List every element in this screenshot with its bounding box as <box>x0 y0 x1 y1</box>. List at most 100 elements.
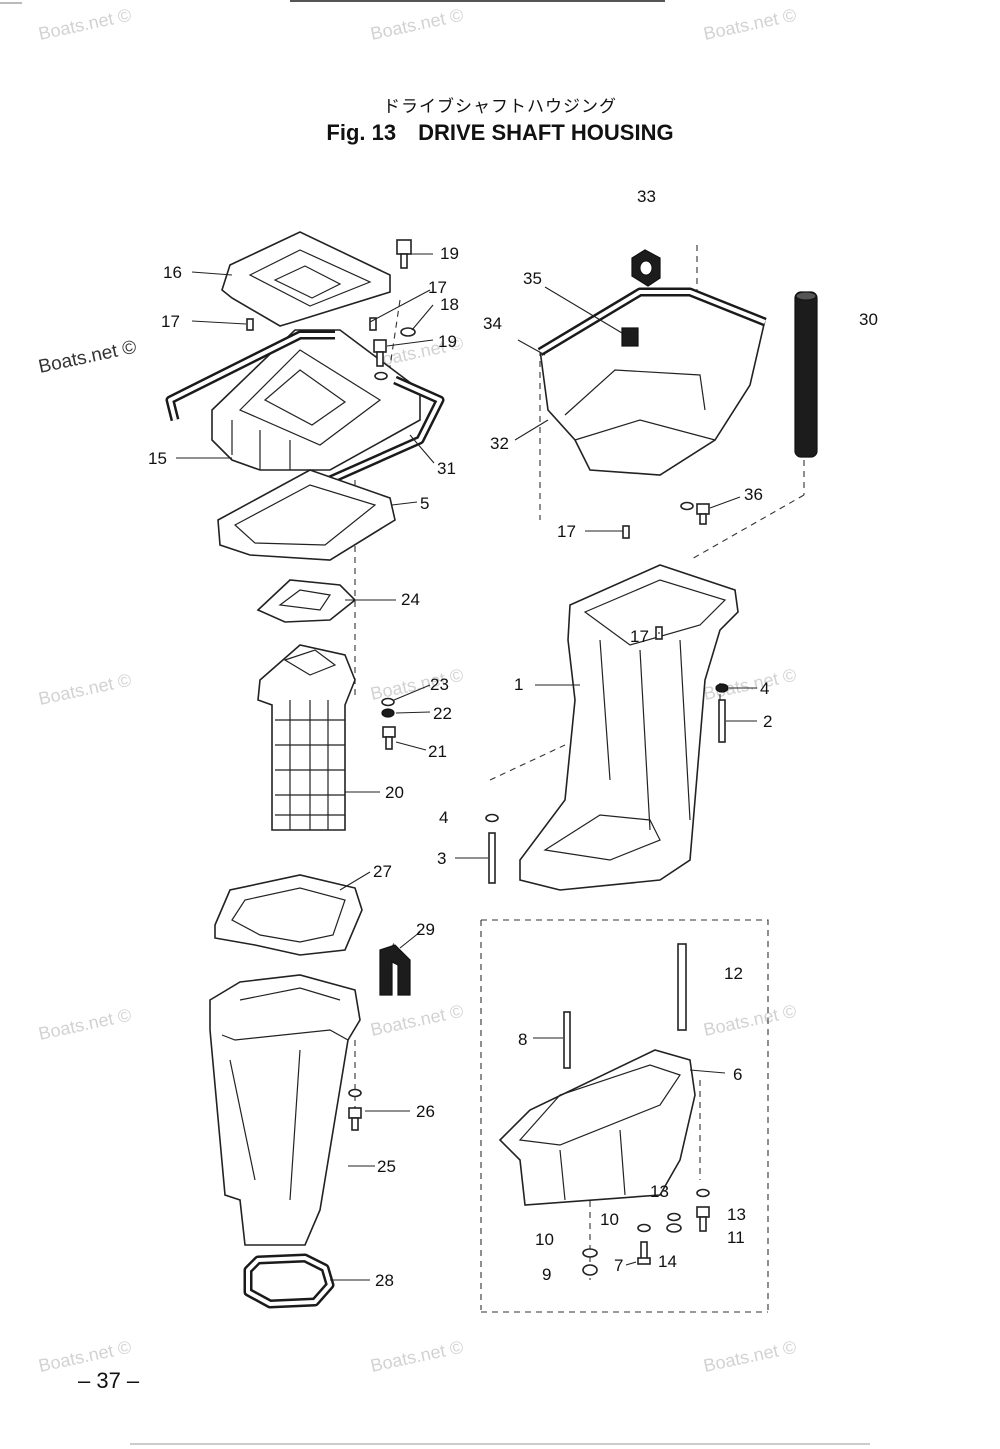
part-16-cover-plate[interactable] <box>221 231 391 327</box>
callout-12: 12 <box>724 964 743 983</box>
callout-17: 17 <box>428 278 447 297</box>
watermark-text: Boats.net © <box>702 665 798 704</box>
callouts: 16 17 19 17 18 19 15 31 5 24 23 22 21 20… <box>148 187 878 1290</box>
page-number: – 37 – <box>78 1368 140 1393</box>
callout-2: 2 <box>763 712 772 731</box>
callout-15: 15 <box>148 449 167 468</box>
callout-7: 7 <box>614 1256 623 1275</box>
callout-3: 3 <box>437 849 446 868</box>
callout-36: 36 <box>744 485 763 504</box>
callout-29: 29 <box>416 920 435 939</box>
callout-5: 5 <box>420 494 429 513</box>
watermark-text: Boats.net © <box>37 5 133 44</box>
callout-28: 28 <box>375 1271 394 1290</box>
part-3-stud[interactable] <box>488 832 496 884</box>
callout-31: 31 <box>437 459 456 478</box>
part-17-pin-small[interactable] <box>246 318 254 331</box>
watermark-text: Boats.net © <box>369 1001 465 1040</box>
part-1-drive-shaft-housing[interactable] <box>519 564 739 891</box>
part-20-exhaust-guide[interactable] <box>257 644 356 831</box>
part-13-washer-b[interactable] <box>666 1212 682 1233</box>
part-19-bolt-mid[interactable] <box>373 339 388 381</box>
callout-35: 35 <box>523 269 542 288</box>
callout-26: 26 <box>416 1102 435 1121</box>
part-24-plate[interactable] <box>256 579 357 623</box>
part-6-lower-case[interactable] <box>498 1049 696 1206</box>
part-11-bolt[interactable] <box>696 1206 710 1232</box>
callout-1: 1 <box>514 675 523 694</box>
part-36-bolt[interactable] <box>680 501 710 525</box>
callout-13: 13 <box>650 1182 669 1201</box>
part-14-bolt[interactable] <box>637 1241 651 1265</box>
watermark-text: Boats.net © <box>702 1001 798 1040</box>
part-22-washer[interactable] <box>381 708 395 718</box>
callout-21: 21 <box>428 742 447 761</box>
part-8-stud[interactable] <box>563 1011 571 1069</box>
part-35-label[interactable] <box>621 327 639 347</box>
callout-27: 27 <box>373 862 392 881</box>
part-26-bolt[interactable] <box>348 1107 362 1131</box>
callout-17: 17 <box>557 522 576 541</box>
callout-19: 19 <box>440 244 459 263</box>
part-19-bolt-top[interactable] <box>396 239 412 269</box>
callout-22: 22 <box>433 704 452 723</box>
callout-30: 30 <box>859 310 878 329</box>
callout-9: 9 <box>542 1265 551 1284</box>
part-33-grommet[interactable] <box>631 249 661 287</box>
part-28-seal[interactable] <box>243 1253 335 1309</box>
part-17-pin[interactable] <box>622 525 630 539</box>
callout-17: 17 <box>630 627 649 646</box>
callout-14: 14 <box>658 1252 677 1271</box>
figure-title-japanese: ドライブシャフトハウジング <box>383 97 617 117</box>
part-17-pin-small-b[interactable] <box>369 317 377 331</box>
callout-34: 34 <box>483 314 502 333</box>
part-9-washer[interactable] <box>582 1248 598 1276</box>
callout-32: 32 <box>490 434 509 453</box>
callout-10: 10 <box>535 1230 554 1249</box>
callout-16: 16 <box>163 263 182 282</box>
figure-number: Fig. 13 <box>326 120 397 145</box>
watermark-text: Boats.net © <box>37 1005 133 1044</box>
callout-24: 24 <box>401 590 420 609</box>
callout-10: 10 <box>600 1210 619 1229</box>
part-30-rubber-tube[interactable] <box>794 291 818 458</box>
watermark-text: Boats.net © <box>702 5 798 44</box>
watermark-text: Boats.net © <box>369 1337 465 1376</box>
callout-19: 19 <box>438 332 457 351</box>
part-29-grommet[interactable] <box>379 944 411 996</box>
part-10-washer[interactable] <box>637 1223 651 1233</box>
alignment-lines <box>354 245 805 1313</box>
part-25-inner-housing[interactable] <box>209 974 361 1246</box>
callout-4: 4 <box>760 679 769 698</box>
callout-25: 25 <box>377 1157 396 1176</box>
watermark-text: Boats.net © <box>37 670 133 709</box>
callout-33: 33 <box>637 187 656 206</box>
leader-lines <box>176 253 757 1281</box>
callout-13: 13 <box>727 1205 746 1224</box>
callout-23: 23 <box>430 675 449 694</box>
watermark-text-dark: Boats.net © <box>37 337 139 378</box>
watermark-text: Boats.net © <box>369 5 465 44</box>
part-4-washer-right[interactable] <box>715 683 729 693</box>
part-5-gasket[interactable] <box>217 469 396 561</box>
part-2-stud[interactable] <box>718 699 726 743</box>
part-15-manifold[interactable] <box>211 329 421 471</box>
part-12-stud[interactable] <box>677 943 687 1031</box>
part-34-seal[interactable] <box>537 287 767 356</box>
part-26-washer[interactable] <box>348 1088 362 1098</box>
callout-20: 20 <box>385 783 404 802</box>
part-13-washer[interactable] <box>696 1188 710 1198</box>
callout-8: 8 <box>518 1030 527 1049</box>
part-21-bolt[interactable] <box>382 726 396 750</box>
callout-17: 17 <box>161 312 180 331</box>
part-23-washer[interactable] <box>381 697 395 707</box>
callout-4: 4 <box>439 808 448 827</box>
part-32-apron[interactable] <box>539 289 766 476</box>
callout-11: 11 <box>727 1228 745 1247</box>
part-18-washer[interactable] <box>400 327 416 337</box>
part-4-washer-left[interactable] <box>485 813 499 823</box>
part-27-gasket[interactable] <box>214 874 363 956</box>
callout-6: 6 <box>733 1065 742 1084</box>
